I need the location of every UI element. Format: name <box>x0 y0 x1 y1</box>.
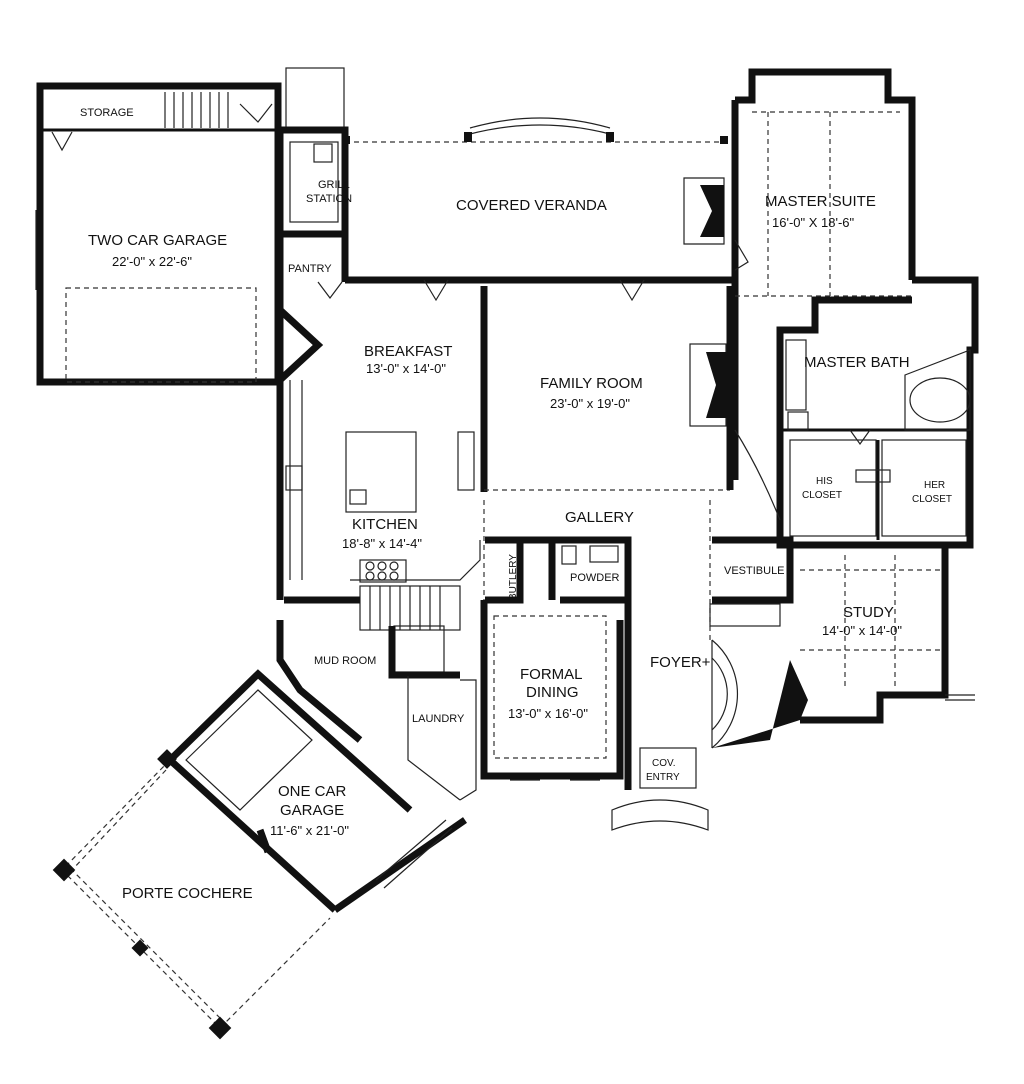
breakfast-name: BREAKFAST <box>364 343 452 360</box>
mud-laundry-walls <box>276 596 477 801</box>
pantry-label: PANTRY <box>288 263 332 275</box>
storage-stair <box>164 92 229 128</box>
kitchen-walls <box>277 307 481 583</box>
grill-station-label-2: STATION <box>306 193 352 205</box>
grill-station-label-1: GRILL <box>318 179 350 191</box>
kitchen-name: KITCHEN <box>352 516 418 533</box>
her-closet-label-2: CLOSET <box>912 494 952 505</box>
breakfast-family-walls <box>423 279 734 492</box>
his-closet-label-2: CLOSET <box>802 490 842 501</box>
one-car-garage-walls <box>167 669 467 913</box>
formal-dining-dims: 13'-0" x 16'-0" <box>508 706 588 721</box>
master-suite-walls <box>731 68 916 480</box>
laundry-label: LAUNDRY <box>412 713 465 725</box>
two-car-garage-dims: 22'-0" x 22'-6" <box>112 254 192 269</box>
his-closet-label-1: HIS <box>816 476 833 487</box>
her-closet-label-1: HER <box>924 480 945 491</box>
covered-veranda-walls <box>342 117 735 284</box>
powder-label: POWDER <box>570 572 620 584</box>
master-bath-label: MASTER BATH <box>804 354 910 371</box>
study-dims: 14'-0" x 14'-0" <box>822 623 902 638</box>
cov-entry-label-2: ENTRY <box>646 772 680 783</box>
storage-label: STORAGE <box>80 107 134 119</box>
breakfast-dims: 13'-0" x 14'-0" <box>366 361 446 376</box>
cov-entry-label-1: COV. <box>652 758 676 769</box>
mud-room-label: MUD ROOM <box>314 655 376 667</box>
study-walls <box>709 536 975 724</box>
formal-dining-walls <box>480 600 624 781</box>
main-stair <box>359 585 461 631</box>
one-car-garage-name-2: GARAGE <box>280 802 344 819</box>
family-room-dims: 23'-0" x 19'-0" <box>550 396 630 411</box>
porte-cochere-outline <box>52 749 331 1040</box>
porte-cochere-label: PORTE COCHERE <box>122 885 253 902</box>
master-bath-walls <box>734 276 979 549</box>
one-car-garage-name-1: ONE CAR <box>278 783 347 800</box>
vestibule-label: VESTIBULE <box>724 565 785 577</box>
chimney <box>285 67 345 131</box>
master-suite-name: MASTER SUITE <box>765 193 876 210</box>
family-room-name: FAMILY ROOM <box>540 375 643 392</box>
foyer-walls <box>611 600 808 831</box>
two-car-garage-name: TWO CAR GARAGE <box>88 232 227 249</box>
formal-dining-name-2: DINING <box>526 684 579 701</box>
foyer-label: FOYER+ <box>650 654 711 671</box>
gallery-label: GALLERY <box>565 509 634 526</box>
covered-veranda-label: COVERED VERANDA <box>456 197 607 214</box>
formal-dining-name-1: FORMAL <box>520 666 583 683</box>
master-suite-dims: 16'-0" X 18'-6" <box>772 215 855 230</box>
butlery-label: BUTLERY <box>508 554 519 600</box>
gallery-walls <box>483 500 711 640</box>
kitchen-dims: 18'-8" x 14'-4" <box>342 536 422 551</box>
one-car-garage-dims: 11'-6" x 21'-0" <box>270 823 349 838</box>
grill-pantry-walls <box>276 126 349 600</box>
study-name: STUDY <box>843 604 894 621</box>
